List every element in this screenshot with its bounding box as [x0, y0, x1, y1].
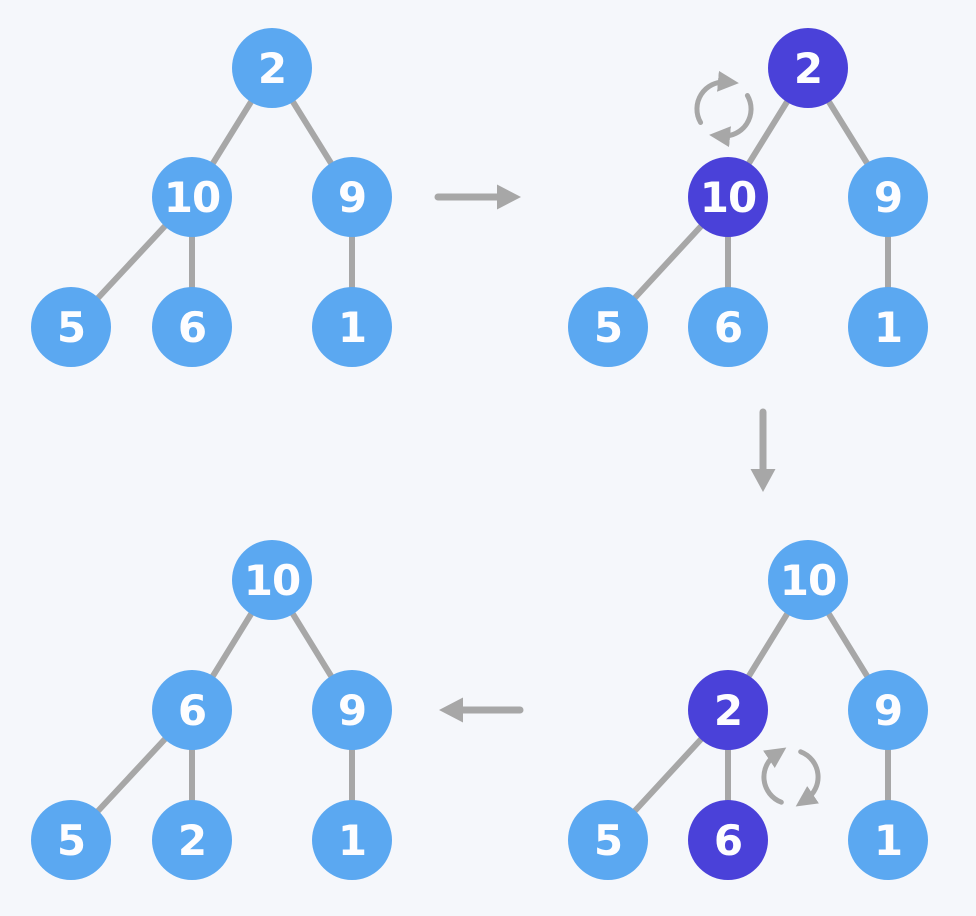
tree3-node-left: 2 — [688, 670, 768, 750]
arrow-right-icon — [434, 184, 521, 210]
tree4-node-right: 9 — [312, 670, 392, 750]
arrow-left-icon — [439, 697, 524, 723]
tree4-node-left-left: 5 — [31, 800, 111, 880]
tree2-node-right-left: 1 — [848, 287, 928, 367]
tree2-node-left: 10 — [688, 157, 768, 237]
tree4-node-left: 6 — [152, 670, 232, 750]
tree1-node-left-left: 5 — [31, 287, 111, 367]
tree3-node-left-right: 6 — [688, 800, 768, 880]
tree3-node-right: 9 — [848, 670, 928, 750]
swap-icon-bottom — [761, 747, 821, 807]
tree3-node-root: 10 — [768, 540, 848, 620]
tree2-node-left-right: 6 — [688, 287, 768, 367]
tree1-node-root: 2 — [232, 28, 312, 108]
tree4-node-root: 10 — [232, 540, 312, 620]
tree4-node-right-left: 1 — [312, 800, 392, 880]
tree3-node-left-left: 5 — [568, 800, 648, 880]
arrow-down-icon — [750, 408, 776, 492]
swap-icon-top — [694, 70, 754, 148]
tree2-node-left-left: 5 — [568, 287, 648, 367]
tree2-node-right: 9 — [848, 157, 928, 237]
tree3-node-right-left: 1 — [848, 800, 928, 880]
tree1-node-right: 9 — [312, 157, 392, 237]
tree4-node-left-right: 2 — [152, 800, 232, 880]
tree1-node-left: 10 — [152, 157, 232, 237]
tree1-node-right-left: 1 — [312, 287, 392, 367]
tree1-node-left-right: 6 — [152, 287, 232, 367]
tree2-node-root: 2 — [768, 28, 848, 108]
